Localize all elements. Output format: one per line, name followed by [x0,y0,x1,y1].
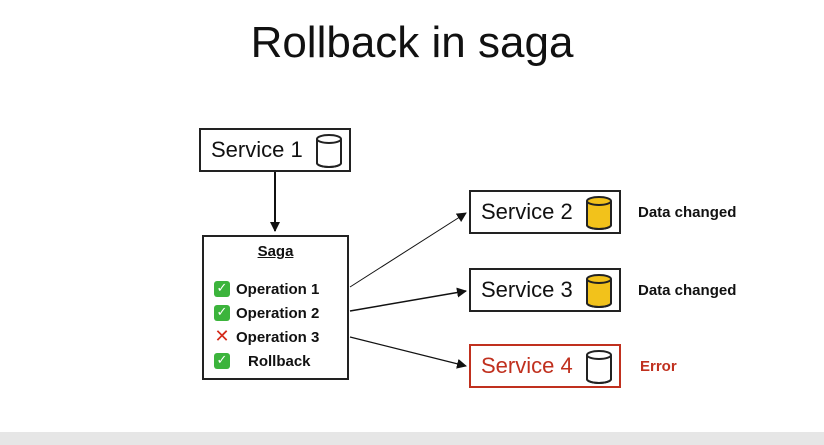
arrow-op2-to-service3 [349,287,467,312]
saga-title: Saga [257,243,294,260]
service-4-label: Service 4 [481,353,573,378]
database-icon [586,274,612,308]
bottom-bar [0,432,824,445]
operation-label: Operation 2 [236,304,320,322]
service-3-status: Data changed [638,282,737,299]
operation-label: Rollback [248,352,311,370]
arrow-op3-to-service4 [349,336,467,369]
page-title: Rollback in saga [250,18,574,67]
service-2-status: Data changed [638,204,737,221]
service-4-box: Service 4 [469,344,621,388]
service-1-label: Service 1 [211,137,303,162]
check-icon: ✓ [214,353,230,369]
arrow-op1-to-service2 [349,212,467,288]
database-icon [586,196,612,230]
database-icon [316,134,342,168]
saga-operation: ✓ Rollback [214,351,311,371]
database-icon [586,350,612,384]
saga-operation: ✓ Operation 1 [214,279,319,299]
service-1-box: Service 1 [199,128,351,172]
check-icon: ✓ [214,305,230,321]
service-3-box: Service 3 [469,268,621,312]
cross-icon: ✕ [214,326,230,347]
saga-operation: ✓ Operation 2 [214,303,319,323]
service-4-status: Error [640,358,677,375]
service-2-box: Service 2 [469,190,621,234]
check-icon: ✓ [214,281,230,297]
saga-operation: ✕ Operation 3 [214,327,319,347]
operation-label: Operation 3 [236,328,320,346]
service-3-label: Service 3 [481,277,573,302]
saga-box: Saga ✓ Operation 1 ✓ Operation 2 ✕ Opera… [202,235,349,380]
service-2-label: Service 2 [481,199,573,224]
operation-label: Operation 1 [236,280,320,298]
